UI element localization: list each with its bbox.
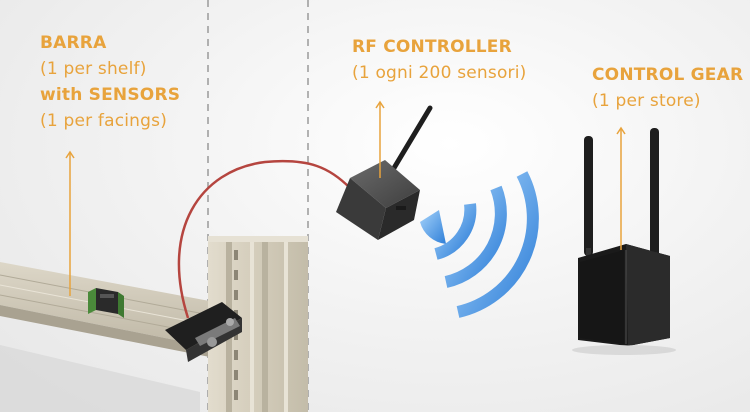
label-rf-controller: RF CONTROLLER (1 ogni 200 sensori) [352,34,527,86]
gear-title: CONTROL GEAR [592,65,744,85]
label-barra: BARRA (1 per shelf) with SENSORS (1 per … [40,30,180,134]
sensors-subtitle: (1 per facings) [40,111,168,131]
pointer-gear [616,126,626,250]
pointer-rf [375,100,385,178]
barra-title: BARRA [40,33,107,53]
sensor-icon [88,288,124,318]
rf-subtitle: (1 ogni 200 sensori) [352,63,527,83]
router-icon [572,128,676,355]
label-control-gear: CONTROL GEAR (1 per store) [592,62,743,114]
barra-subtitle: (1 per shelf) [40,59,147,79]
sensors-title: with SENSORS [40,85,181,105]
gear-subtitle: (1 per store) [592,91,701,111]
pointer-barra [65,150,75,296]
rf-controller-icon [336,105,433,240]
connector-block [165,302,242,362]
cable [177,159,351,319]
wifi-signal-icon [420,171,539,318]
rf-title: RF CONTROLLER [352,37,512,57]
floor-shadow [0,345,200,412]
